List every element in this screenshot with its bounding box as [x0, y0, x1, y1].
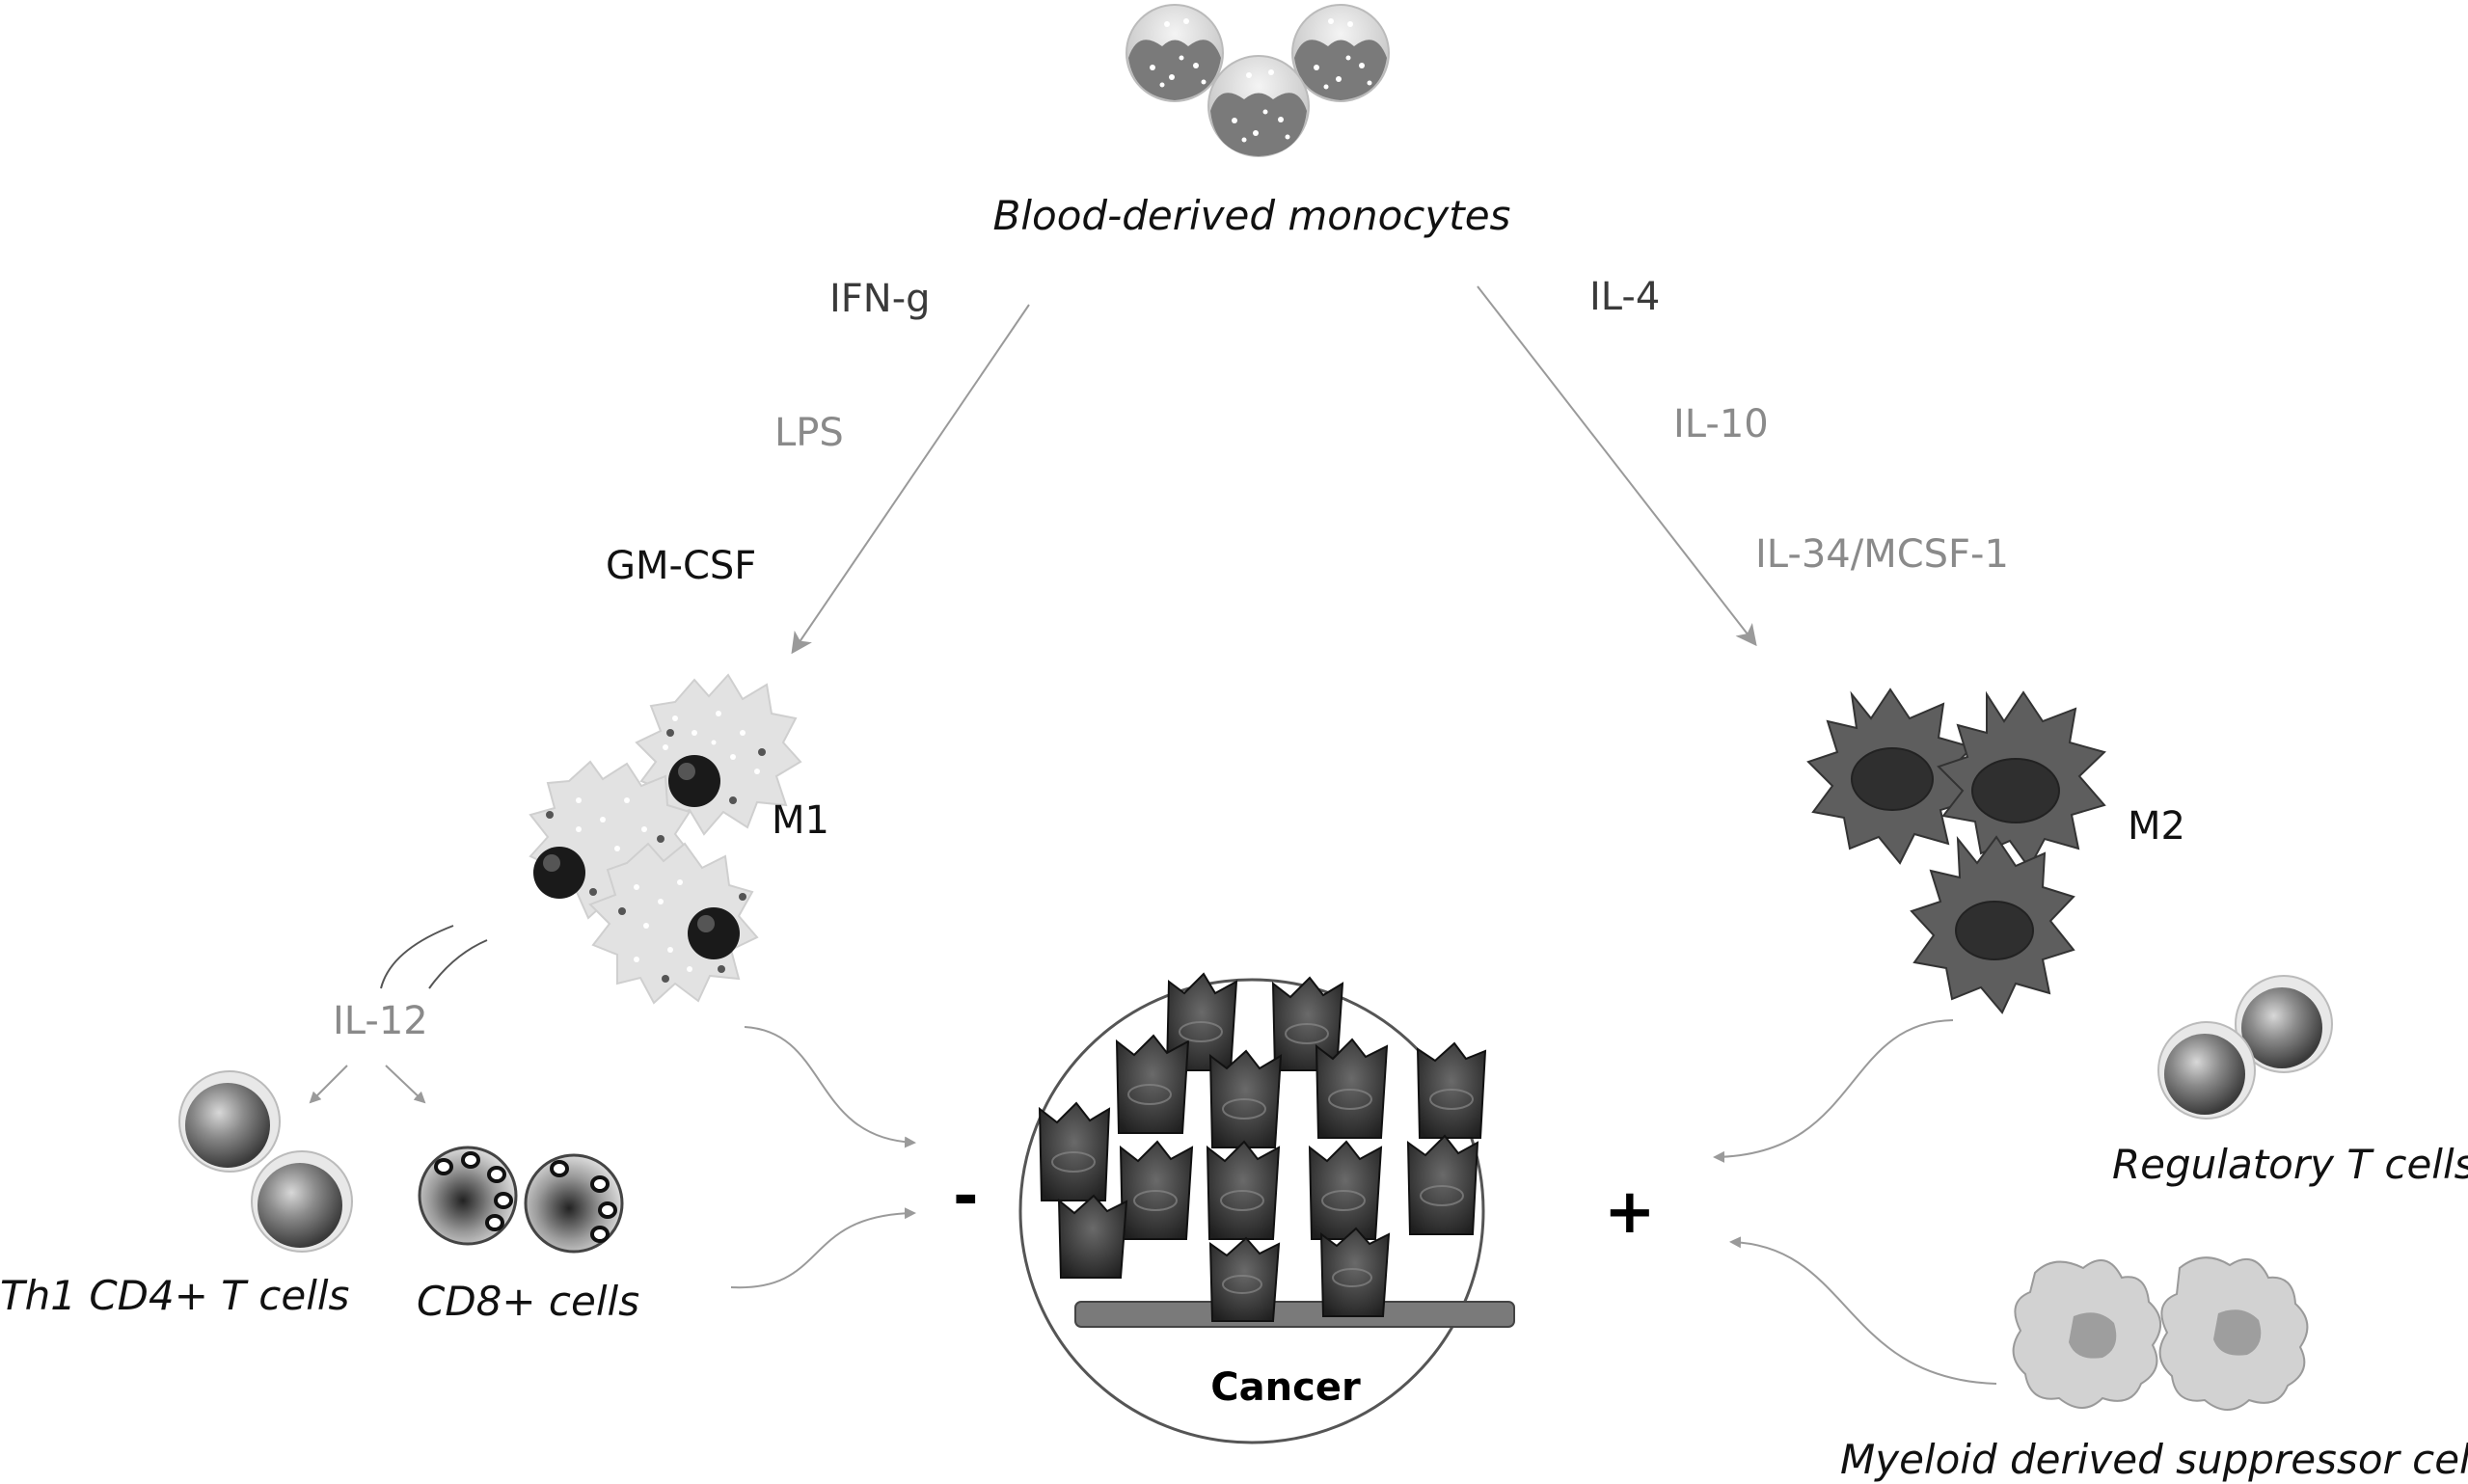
- cancer-tumor: [1018, 972, 1515, 1444]
- arrow-mdsc-to-cancer: [1729, 1236, 1997, 1385]
- monocyte-cell: [1207, 55, 1310, 157]
- th1-label: Th1 CD4+ T cells: [0, 1272, 349, 1319]
- ifn-label: IFN-g: [829, 277, 931, 321]
- il12-connector-line: [428, 939, 488, 989]
- arrow-to-th1: [309, 1065, 348, 1104]
- blood-vessel: [1074, 1301, 1515, 1328]
- m2-label: M2: [2128, 804, 2185, 849]
- m2-cell: [1806, 688, 1974, 865]
- m2-macrophage-cluster: [1806, 688, 2106, 1014]
- myeloid-derived-suppressor-cells: [2012, 1256, 2309, 1411]
- cd8-label: CD8+ cells: [417, 1278, 639, 1325]
- m2-cell: [1910, 835, 2075, 1014]
- il12-connector-line: [380, 925, 454, 989]
- m1-macrophage-cluster: [529, 673, 802, 1005]
- gmcsf-label: GM-CSF: [606, 544, 756, 588]
- arrow-tcells-to-cancer: [730, 1207, 916, 1289]
- monocytes-label: Blood-derived monocytes: [993, 192, 1511, 239]
- cancer-label: Cancer: [1210, 1365, 1361, 1410]
- m1-cell: [588, 842, 759, 1005]
- arrow-m1-to-cancer: [744, 1026, 916, 1148]
- plus-sign: +: [1604, 1176, 1656, 1248]
- monocyte-cell: [1291, 4, 1390, 102]
- monocyte-cell: [1126, 4, 1224, 102]
- arrow-to-cd8: [385, 1065, 426, 1104]
- th1-t-cells: [178, 1070, 353, 1253]
- m1-cell: [635, 673, 802, 836]
- m2-cell: [1937, 690, 2106, 870]
- treg-label: Regulatory T cells: [2112, 1141, 2468, 1188]
- lps-label: LPS: [774, 411, 844, 455]
- mdsc-label: Myeloid derived suppressor cells: [1840, 1436, 2468, 1483]
- arrow-to-m2: [1477, 285, 1757, 647]
- minus-sign: -: [953, 1161, 979, 1232]
- il4-label: IL-4: [1589, 275, 1660, 319]
- il12-label: IL-12: [333, 999, 428, 1043]
- monocyte-cluster: [1126, 4, 1390, 157]
- il10-label: IL-10: [1673, 402, 1769, 446]
- cd8-cells: [418, 1146, 624, 1254]
- arrow-m2-to-cancer: [1713, 1019, 1954, 1163]
- il34-label: IL-34/MCSF-1: [1755, 532, 2009, 577]
- regulatory-t-cells: [2157, 975, 2333, 1120]
- m1-label: M1: [772, 798, 829, 843]
- arrow-to-m1: [791, 304, 1030, 655]
